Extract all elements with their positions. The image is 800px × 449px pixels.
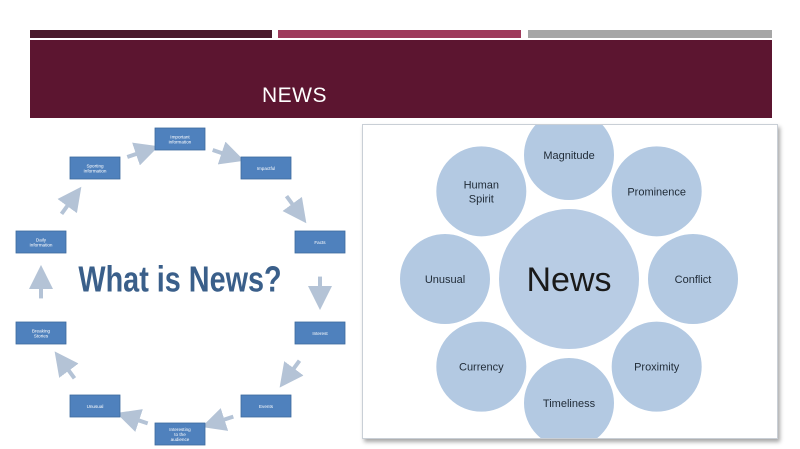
cycle-arrow <box>282 194 307 224</box>
news-value-label: Conflict <box>675 274 712 286</box>
news-value-circle <box>522 125 616 202</box>
news-values-diagram: News MagnitudeProminenceConflictProximit… <box>398 125 740 438</box>
cycle-arrow <box>54 351 79 380</box>
cycle-box-label: Interest <box>312 331 328 336</box>
news-value-circle <box>434 319 529 414</box>
news-value-circle <box>609 144 704 239</box>
news-value-circle <box>434 144 529 239</box>
news-center-circle <box>497 207 641 351</box>
cycle-box: Events <box>240 394 292 418</box>
slide-title: NEWS <box>262 84 327 107</box>
news-value-circle <box>646 232 740 326</box>
cycle-arrow <box>126 142 159 166</box>
news-value-circle <box>522 356 616 438</box>
news-value-label: Currency <box>459 362 504 374</box>
accent-bar-gray <box>528 30 772 38</box>
news-center-label: News <box>526 261 611 299</box>
news-value-label: Timeliness <box>543 398 596 410</box>
news-value-circle <box>609 319 704 414</box>
cycle-arrow <box>279 359 304 388</box>
cycle-arrow <box>212 141 245 165</box>
cycle-box-label: Unusual <box>87 404 104 409</box>
accent-bar-rose <box>278 30 521 38</box>
cycle-arrow <box>201 408 234 431</box>
cycle-arrow <box>57 186 82 216</box>
news-value-label: Magnitude <box>543 150 594 162</box>
news-value-label: Prominence <box>627 186 686 198</box>
news-value-label: Proximity <box>634 362 680 374</box>
cycle-box-label: Events <box>259 404 274 409</box>
cycle-box-label: Impactful <box>257 166 276 171</box>
news-value-label: Unusual <box>425 274 465 286</box>
cycle-arrow <box>116 409 149 432</box>
cycle-box: Impactful <box>240 156 292 180</box>
title-band <box>30 40 772 118</box>
cycle-box-label: Facts <box>314 240 326 245</box>
cycle-box: Facts <box>294 230 346 254</box>
what-is-news-heading: What is News? <box>78 259 281 299</box>
cycle-box: Interest <box>294 321 346 345</box>
news-value-circle <box>398 232 492 326</box>
accent-bar-dark <box>30 30 272 38</box>
cycle-box: Unusual <box>69 394 121 418</box>
